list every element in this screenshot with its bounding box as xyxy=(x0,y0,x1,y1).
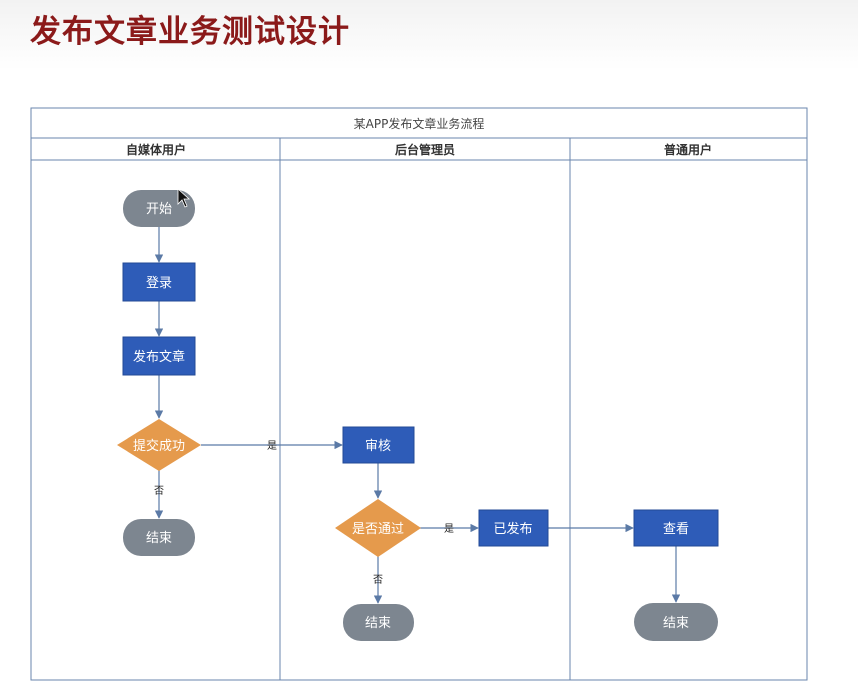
node-end-reader xyxy=(634,603,718,641)
node-publish-article xyxy=(122,336,196,376)
node-login xyxy=(122,262,196,302)
node-login-label: 登录 xyxy=(146,276,172,291)
node-review xyxy=(342,426,415,464)
slide-title: 发布文章业务测试设计 xyxy=(30,14,350,50)
mouse-cursor-icon xyxy=(177,188,191,208)
node-review-label: 审核 xyxy=(365,439,391,454)
node-end-admin xyxy=(343,604,414,641)
node-published-label: 已发布 xyxy=(493,521,532,537)
node-end-author-label: 结束 xyxy=(146,531,172,546)
node-publish-article-label: 发布文章 xyxy=(133,349,185,365)
node-published xyxy=(478,509,549,547)
edge-label-approved-no: 否 xyxy=(373,574,383,586)
edge-label-approved-yes: 是 xyxy=(444,523,454,535)
node-view xyxy=(633,509,719,547)
edge-label-submit-no: 否 xyxy=(154,485,164,497)
lane-header-author: 自媒体用户 xyxy=(126,142,186,157)
node-submit-success-label: 提交成功 xyxy=(133,438,185,454)
slide-header xyxy=(0,0,858,70)
diagram-frame xyxy=(30,107,808,681)
node-end-admin-label: 结束 xyxy=(365,616,391,631)
diagram-title: 某APP发布文章业务流程 xyxy=(354,116,485,131)
lane-header-admin: 后台管理员 xyxy=(395,142,455,157)
lane-header-reader: 普通用户 xyxy=(664,142,712,157)
edge-label-submit-yes: 是 xyxy=(267,440,277,452)
node-submit-success xyxy=(117,419,201,471)
node-start-label: 开始 xyxy=(146,202,172,217)
node-view-label: 查看 xyxy=(663,521,689,537)
node-approved-label: 是否通过 xyxy=(352,522,404,537)
node-end-author xyxy=(123,519,195,556)
node-start xyxy=(123,190,195,227)
node-approved xyxy=(335,499,421,557)
node-end-reader-label: 结束 xyxy=(663,616,689,631)
